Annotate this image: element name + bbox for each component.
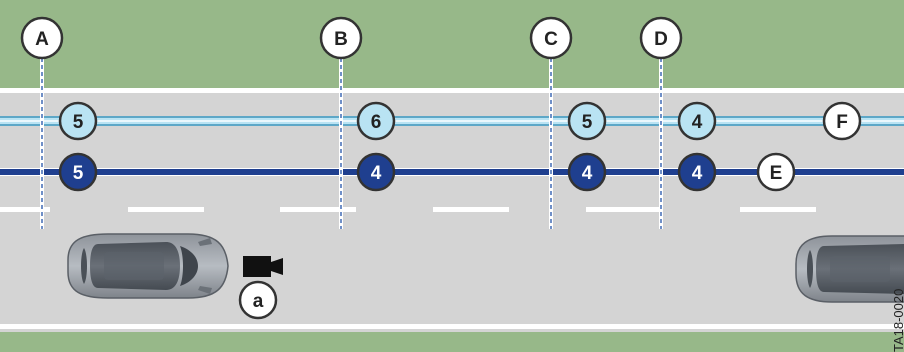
light-line-end-f: F (822, 101, 862, 141)
dark-badge-2: 4 (356, 152, 396, 192)
camera-label-a: a (238, 280, 278, 320)
light-badge-2: 6 (356, 101, 396, 141)
marker-a: A (20, 16, 64, 60)
marker-a-label: A (35, 29, 49, 50)
road-edge-bottom (0, 324, 904, 329)
car-topview-right (795, 235, 904, 303)
road-edge-top (0, 88, 904, 93)
grass-bottom (0, 330, 904, 352)
dark-badge-3: 4 (567, 152, 607, 192)
dark-line-end-e: E (756, 152, 796, 192)
marker-d-label: D (654, 29, 668, 50)
light-badge-3-value: 5 (582, 112, 593, 133)
dark-route-line (0, 168, 904, 176)
marker-c: C (529, 16, 573, 60)
light-route-line (0, 116, 904, 126)
dark-line-end-label: E (770, 163, 783, 184)
marker-d: D (639, 16, 683, 60)
light-badge-4: 4 (677, 101, 717, 141)
car-topview (67, 233, 229, 299)
light-badge-3: 5 (567, 101, 607, 141)
marker-b-label: B (334, 29, 348, 50)
dark-badge-3-value: 4 (582, 163, 593, 184)
dark-badge-1: 5 (58, 152, 98, 192)
light-line-end-label: F (836, 112, 848, 133)
figure-code: TA18-0020 (891, 289, 904, 352)
dark-badge-1-value: 5 (73, 163, 84, 184)
marker-b: B (319, 16, 363, 60)
light-badge-1: 5 (58, 101, 98, 141)
video-camera-icon (243, 256, 283, 277)
light-badge-4-value: 4 (692, 112, 703, 133)
light-badge-1-value: 5 (73, 112, 84, 133)
grass-top (0, 0, 904, 90)
dark-badge-2-value: 4 (371, 163, 382, 184)
dark-badge-4-value: 4 (692, 163, 703, 184)
lane-dashes (0, 207, 816, 212)
camera-label: a (253, 291, 264, 312)
marker-c-label: C (544, 29, 558, 50)
light-badge-2-value: 6 (371, 112, 382, 133)
dark-badge-4: 4 (677, 152, 717, 192)
marker-lines-dashed (41, 58, 662, 229)
